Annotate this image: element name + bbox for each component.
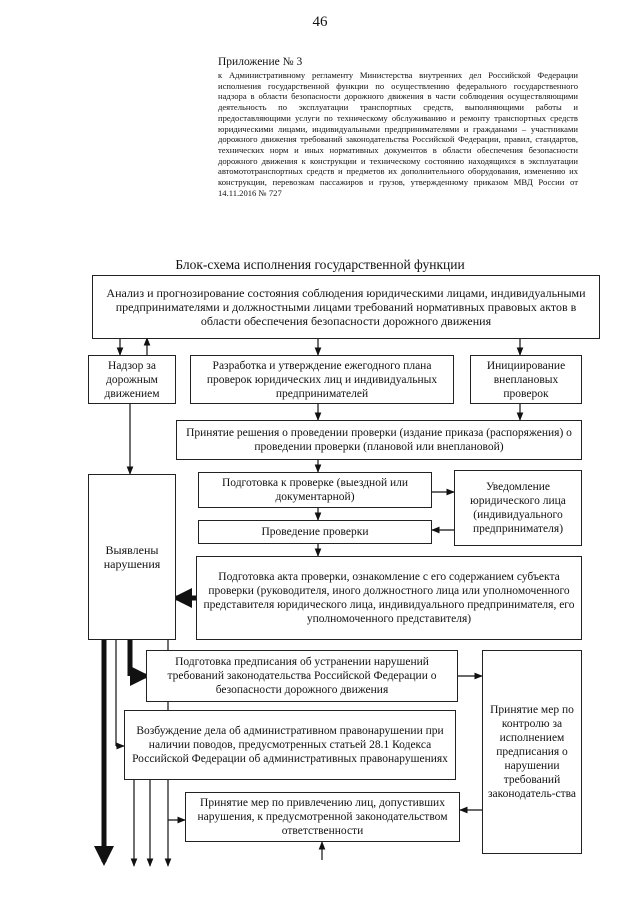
node-annual-plan: Разработка и утверждение ежегодного план… [190, 355, 454, 404]
scheme-title: Блок-схема исполнения государственной фу… [175, 257, 465, 272]
node-control: Принятие мер по контролю за исполнением … [482, 650, 582, 854]
node-conduct: Проведение проверки [198, 520, 432, 544]
appendix-text: к Административному регламенту Министерс… [218, 70, 578, 198]
node-case: Возбуждение дела об административном пра… [124, 710, 456, 780]
page-number: 46 [312, 14, 328, 30]
node-liability: Принятие мер по привлечению лиц, допусти… [185, 792, 460, 842]
node-preparation: Подготовка к проверке (выездной или доку… [198, 472, 432, 508]
appendix-title: Приложение № 3 [218, 56, 303, 68]
node-unscheduled: Инициирование внеплановых проверок [470, 355, 582, 404]
node-supervision: Надзор за дорожным движением [88, 355, 176, 404]
node-analysis: Анализ и прогнозирование состояния соблю… [92, 275, 600, 339]
node-order: Подготовка предписания об устранении нар… [146, 650, 458, 702]
node-violations: Выявлены нарушения [88, 474, 176, 640]
node-notification: Уведомление юридического лица (индивидуа… [454, 470, 582, 546]
node-decision: Принятие решения о проведении проверки (… [176, 420, 582, 460]
node-act: Подготовка акта проверки, ознакомление с… [196, 556, 582, 640]
